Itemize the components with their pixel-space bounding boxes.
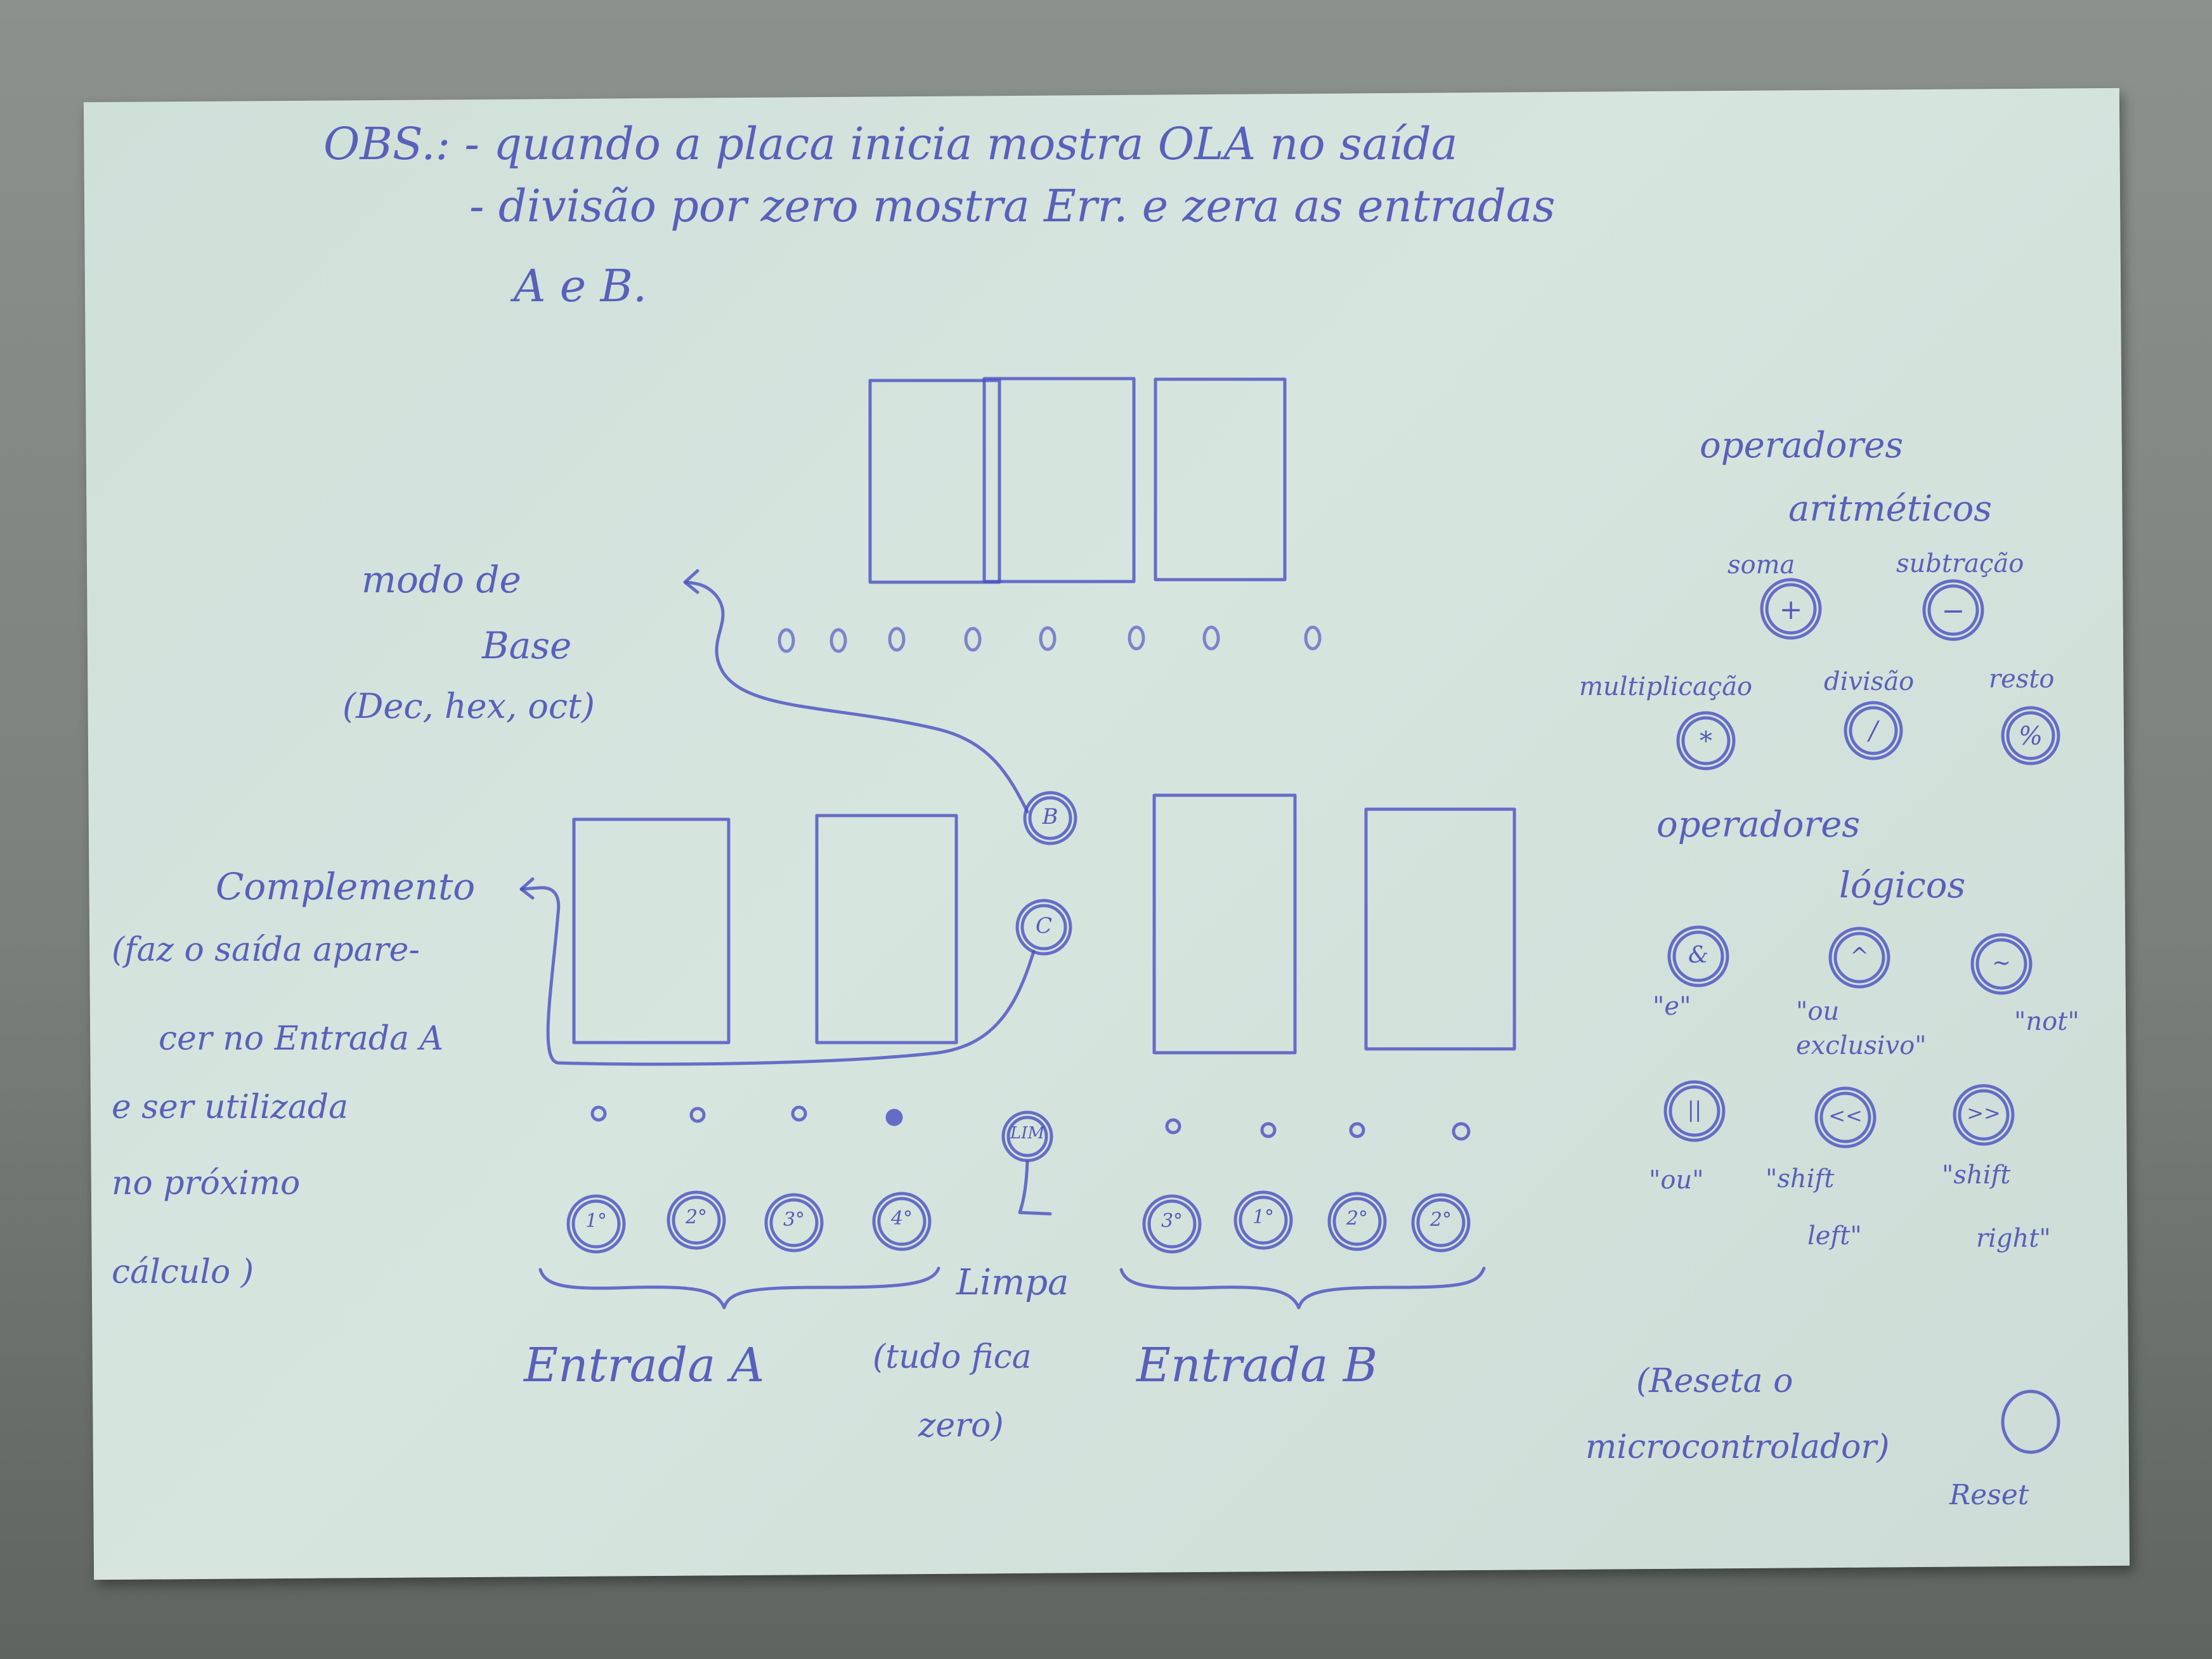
- input-b-button-1[interactable]: 3°: [1161, 1210, 1183, 1232]
- complement-line-4: e ser utilizada: [112, 1088, 349, 1126]
- output-display-3: [1154, 377, 1287, 582]
- obs-note-line-3: A e B.: [514, 260, 647, 312]
- base-button[interactable]: B: [1042, 804, 1058, 829]
- logic-title-line-2: lógicos: [1839, 865, 1966, 906]
- subtraction-label: subtração: [1896, 549, 2024, 578]
- complement-line-6: cálculo ): [112, 1253, 254, 1291]
- minus-button[interactable]: −: [1941, 595, 1965, 627]
- logic-title-line-1: operadores: [1656, 804, 1861, 845]
- mode-base-line-1: modo de: [361, 558, 521, 601]
- complement-button[interactable]: C: [1035, 913, 1052, 939]
- not-button[interactable]: ~: [1991, 950, 2012, 976]
- not-label: "not": [2014, 1007, 2079, 1036]
- or-label: "ou": [1649, 1166, 1704, 1195]
- clear-label-line-2: (tudo fica: [873, 1338, 1032, 1376]
- reset-note-line-1: (Reseta o: [1636, 1362, 1793, 1400]
- input-a-button-2[interactable]: 2°: [685, 1206, 708, 1228]
- output-display-1: [868, 379, 1001, 584]
- complement-line-3: cer no Entrada A: [159, 1020, 444, 1058]
- shift-right-label-line-2: right": [1976, 1224, 2051, 1253]
- input-b-button-3[interactable]: 2°: [1346, 1207, 1369, 1230]
- input-a-label: Entrada A: [524, 1338, 765, 1393]
- input-b-button-2[interactable]: 1°: [1252, 1206, 1275, 1228]
- shift-right-label-line-1: "shift: [1942, 1161, 2011, 1190]
- complement-line-1: Complemento: [216, 865, 476, 908]
- sum-label: soma: [1727, 550, 1795, 580]
- and-button[interactable]: &: [1688, 942, 1709, 968]
- input-a-button-4[interactable]: 4°: [890, 1207, 913, 1230]
- clear-label-line-3: zero): [918, 1407, 1004, 1445]
- shift-left-label-line-2: left": [1807, 1221, 1862, 1251]
- input-a-button-3[interactable]: 3°: [783, 1209, 805, 1231]
- mode-base-line-2: Base: [482, 624, 572, 667]
- arith-title-line-1: operadores: [1700, 425, 1904, 466]
- mode-base-line-3: (Dec, hex, oct): [342, 686, 595, 726]
- remainder-label: resto: [1989, 665, 2055, 694]
- xor-label-line-1: "ou: [1796, 997, 1840, 1026]
- modulo-button[interactable]: %: [2018, 722, 2043, 751]
- complement-line-2: (faz o saída apare-: [112, 931, 420, 969]
- reset-label: Reset: [1949, 1479, 2029, 1511]
- arith-title-line-2: aritméticos: [1788, 488, 1993, 530]
- output-display-2: [982, 377, 1136, 583]
- and-label: "e": [1653, 992, 1691, 1021]
- plus-button[interactable]: +: [1779, 594, 1803, 626]
- clear-button[interactable]: LIM: [1010, 1124, 1045, 1143]
- input-a-display-2: [815, 814, 958, 1044]
- reset-button[interactable]: [2003, 1391, 2059, 1452]
- shift-left-button[interactable]: <<: [1828, 1103, 1863, 1128]
- multiply-button[interactable]: *: [1700, 727, 1712, 756]
- input-b-display-2: [1364, 807, 1516, 1051]
- output-leds: [777, 625, 1322, 653]
- xor-label-line-2: exclusivo": [1796, 1031, 1927, 1060]
- obs-note-line-1: OBS.: - quando a placa inicia mostra OLA…: [323, 118, 1458, 170]
- xor-button[interactable]: ^: [1849, 944, 1870, 970]
- multiplication-label: multiplicação: [1579, 672, 1753, 701]
- clear-label-line-1: Limpa: [956, 1262, 1069, 1303]
- reset-note-line-2: microcontrolador): [1585, 1428, 1890, 1466]
- obs-note-line-2: - divisão por zero mostra Err. e zera as…: [469, 180, 1556, 232]
- input-a-display-1: [572, 817, 731, 1044]
- divide-button[interactable]: /: [1869, 717, 1878, 746]
- input-b-label: Entrada B: [1136, 1338, 1378, 1393]
- division-label: divisão: [1824, 667, 1915, 696]
- input-a-button-1[interactable]: 1°: [585, 1210, 608, 1232]
- input-b-button-4[interactable]: 2°: [1429, 1209, 1452, 1231]
- input-b-display-1: [1152, 793, 1297, 1055]
- shift-left-label-line-1: "shift: [1766, 1164, 1835, 1194]
- shift-right-button[interactable]: >>: [1967, 1101, 2001, 1125]
- complement-line-5: no próximo: [112, 1164, 301, 1202]
- or-button[interactable]: ||: [1687, 1097, 1702, 1122]
